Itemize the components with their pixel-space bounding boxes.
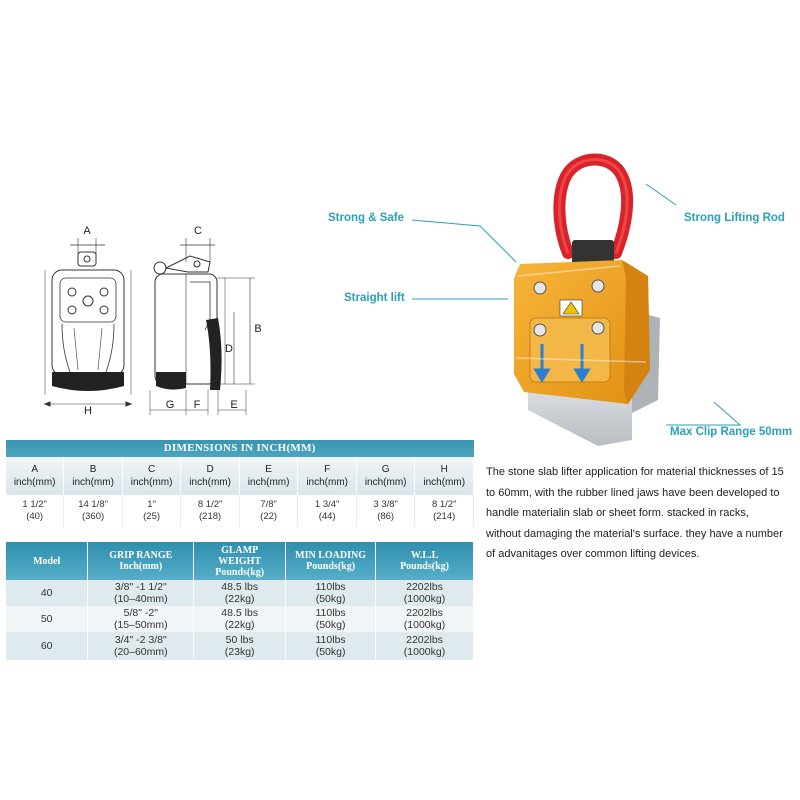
min-loading-cell: 110lbs(50kg): [285, 632, 377, 660]
wll-cell: 2202lbs(1000kg): [375, 580, 474, 606]
bolt-icon: [533, 323, 547, 337]
bolt-icon: [591, 321, 605, 335]
table-row: 60 3/4" -2 3/8"(20–60mm) 50 lbs(23kg) 11…: [6, 632, 474, 660]
down-arrow-icon: [533, 344, 591, 383]
grip-cell: 3/4" -2 3/8"(20–60mm): [87, 632, 195, 660]
callout-strong-safe: Strong & Safe: [328, 212, 405, 224]
dim-value-d: 8 1/2"(218): [180, 495, 240, 527]
dim-value-c: 1"(25): [122, 495, 182, 527]
bolt-icon: [591, 279, 605, 293]
model-cell: 60: [6, 632, 89, 660]
dim-value-a: 1 1/2"(40): [6, 495, 65, 527]
shackle: [553, 153, 634, 259]
callout-straight-lift: Straight lift: [344, 292, 405, 304]
table-row: 40 3/8" -1 1/2"(10–40mm) 48.5 lbs(22kg) …: [6, 580, 474, 606]
weight-cell: 48.5 lbs(22kg): [193, 606, 287, 632]
dimensions-title: DIMENSIONS IN INCH(MM): [6, 440, 474, 457]
weight-cell: 50 lbs(23kg): [193, 632, 287, 660]
dimensions-value-row: 1 1/2"(40) 14 1/8"(360) 1"(25) 8 1/2"(21…: [6, 495, 474, 527]
header-model: Model: [6, 542, 89, 580]
dim-letter-g: G: [166, 399, 175, 411]
dim-letter-c: C: [194, 225, 202, 237]
dim-value-b: 14 1/8"(360): [63, 495, 123, 527]
dim-letter-b: B: [254, 323, 261, 335]
model-cell: 40: [6, 580, 89, 606]
dim-letter-f: F: [194, 399, 201, 411]
side-jaw-pad: [206, 318, 222, 390]
shackle-pin-block: [572, 240, 614, 264]
dim-value-f: 1 3/4"(44): [297, 495, 357, 527]
wll-cell: 2202lbs(1000kg): [375, 606, 474, 632]
side-jaw-outer: [156, 372, 186, 390]
model-cell: 50: [6, 606, 89, 632]
dim-letter-h: H: [84, 405, 92, 417]
technical-drawing: A C B D H G F E: [43, 225, 262, 417]
bolt-icon: [533, 281, 547, 295]
dim-letter-d: D: [225, 343, 233, 355]
wll-cell: 2202lbs(1000kg): [375, 632, 474, 660]
front-view: [43, 238, 133, 407]
dim-value-h: 8 1/2"(214): [414, 495, 474, 527]
dim-value-e: 7/8"(22): [239, 495, 299, 527]
min-loading-cell: 110lbs(50kg): [285, 606, 377, 632]
dim-letter-a: A: [83, 225, 91, 237]
product-photo: [514, 153, 660, 446]
callout-max-clip-range: Max Clip Range 50mm: [670, 426, 793, 438]
dim-letter-e: E: [230, 399, 237, 411]
grip-cell: 3/8" -1 1/2"(10–40mm): [87, 580, 195, 606]
warning-triangle-icon: [562, 301, 580, 315]
product-description: The stone slab lifter application for ma…: [486, 466, 784, 560]
grip-cell: 5/8" -2"(15–50mm): [87, 606, 195, 632]
side-view: [149, 238, 255, 415]
weight-cell: 48.5 lbs(22kg): [193, 580, 287, 606]
dim-value-g: 3 3/8"(86): [356, 495, 416, 527]
callout-strong-lifting-rod: Strong Lifting Rod: [684, 212, 785, 224]
min-loading-cell: 110lbs(50kg): [285, 580, 377, 606]
table-row: 50 5/8" -2"(15–50mm) 48.5 lbs(22kg) 110l…: [6, 606, 474, 632]
front-jaw: [52, 372, 124, 391]
